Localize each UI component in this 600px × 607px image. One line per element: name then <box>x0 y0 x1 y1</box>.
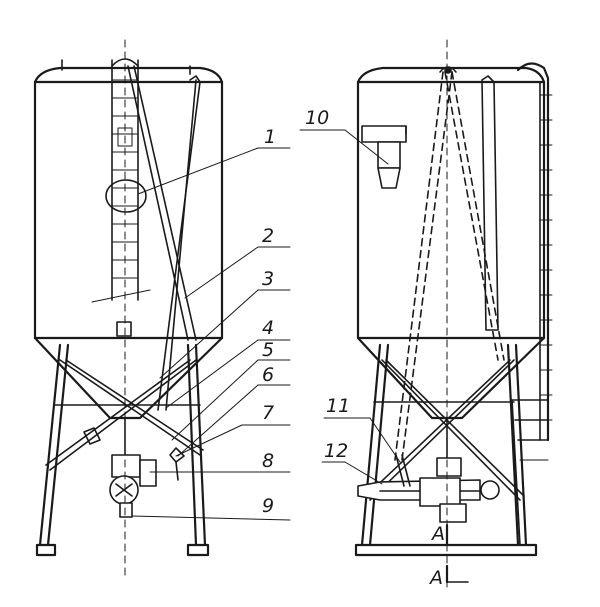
right-support-legs <box>354 343 538 557</box>
callout-7: 7 <box>262 402 274 424</box>
callout-5: 5 <box>262 339 274 361</box>
callout-1: 1 <box>264 126 276 148</box>
right-feed-pipes <box>394 71 505 461</box>
right-silo-roof <box>356 66 546 84</box>
right-screw-conveyor <box>357 417 500 523</box>
callout-9: 9 <box>262 495 274 517</box>
callout-labels: 1 2 3 4 5 6 7 8 9 10 11 12 <box>262 107 350 517</box>
callout-2: 2 <box>262 225 274 247</box>
left-support-legs <box>35 343 210 557</box>
callout-11: 11 <box>326 395 350 417</box>
left-feed-pipes <box>127 65 201 411</box>
callout-4: 4 <box>262 317 274 339</box>
right-dust-collector <box>361 125 407 189</box>
left-silo-cylinder <box>33 80 224 340</box>
callout-10: 10 <box>305 107 329 129</box>
callout-12: 12 <box>324 440 348 462</box>
section-label-bottom: A <box>428 567 443 589</box>
callout-6: 6 <box>262 364 274 386</box>
left-view <box>33 39 224 581</box>
left-manhole <box>105 179 147 213</box>
leader-lines <box>131 129 401 521</box>
callout-8: 8 <box>262 450 274 472</box>
callout-3: 3 <box>262 268 274 290</box>
right-silo-cylinder <box>356 80 546 340</box>
left-discharge-assembly <box>83 39 185 581</box>
right-side-ladder <box>511 62 553 546</box>
section-label-top: A <box>430 523 445 545</box>
left-inspection-plate <box>116 321 132 337</box>
right-view <box>354 39 553 591</box>
left-pipe-clamp <box>91 289 151 303</box>
left-silo-roof <box>33 66 224 84</box>
